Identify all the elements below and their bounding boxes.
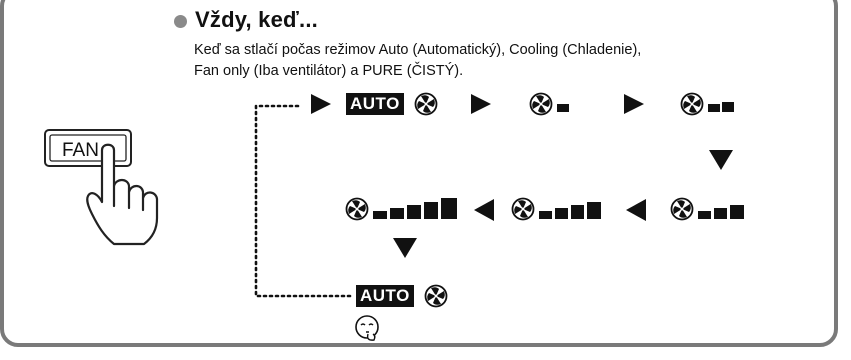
fan-speed-bars-4 <box>539 202 601 219</box>
info-panel <box>0 0 838 347</box>
fan-icon <box>424 284 448 308</box>
fan-icon <box>529 92 553 116</box>
description-line-1: Keď sa stlačí počas režimov Auto (Automa… <box>194 42 642 58</box>
arrow-right-icon <box>471 94 491 114</box>
fan-icon <box>670 197 694 221</box>
fan-icon <box>345 197 369 221</box>
auto-quiet-mode-badge: AUTO <box>356 285 414 307</box>
heading-text: Vždy, keď... <box>195 7 318 32</box>
auto-mode-badge: AUTO <box>346 93 404 115</box>
fan-icon <box>680 92 704 116</box>
fan-icon <box>511 197 535 221</box>
section-heading: Vždy, keď... <box>174 4 318 36</box>
arrow-right-icon <box>311 94 331 114</box>
arrow-right-icon <box>624 94 644 114</box>
arrow-down-icon <box>393 238 417 258</box>
fan-speed-bars-1 <box>557 104 569 112</box>
dotted-return-line <box>254 104 352 298</box>
fan-button-graphic: FAN <box>44 129 132 167</box>
fan-speed-bars-3 <box>698 205 744 219</box>
fan-button-press-illustration: FAN <box>44 129 159 246</box>
hand-pointer-icon <box>86 143 159 246</box>
arrow-down-icon <box>709 150 733 170</box>
fan-button-label: FAN <box>62 140 99 161</box>
arrow-left-icon <box>626 199 646 221</box>
fan-speed-bars-5 <box>373 198 457 219</box>
fan-icon <box>414 92 438 116</box>
bullet-icon <box>174 14 187 28</box>
arrow-left-icon <box>474 199 494 221</box>
description-line-2: Fan only (Iba ventilátor) a PURE (ČISTÝ)… <box>194 63 464 79</box>
fan-speed-bars-2 <box>708 102 734 112</box>
quiet-face-icon <box>355 315 379 341</box>
